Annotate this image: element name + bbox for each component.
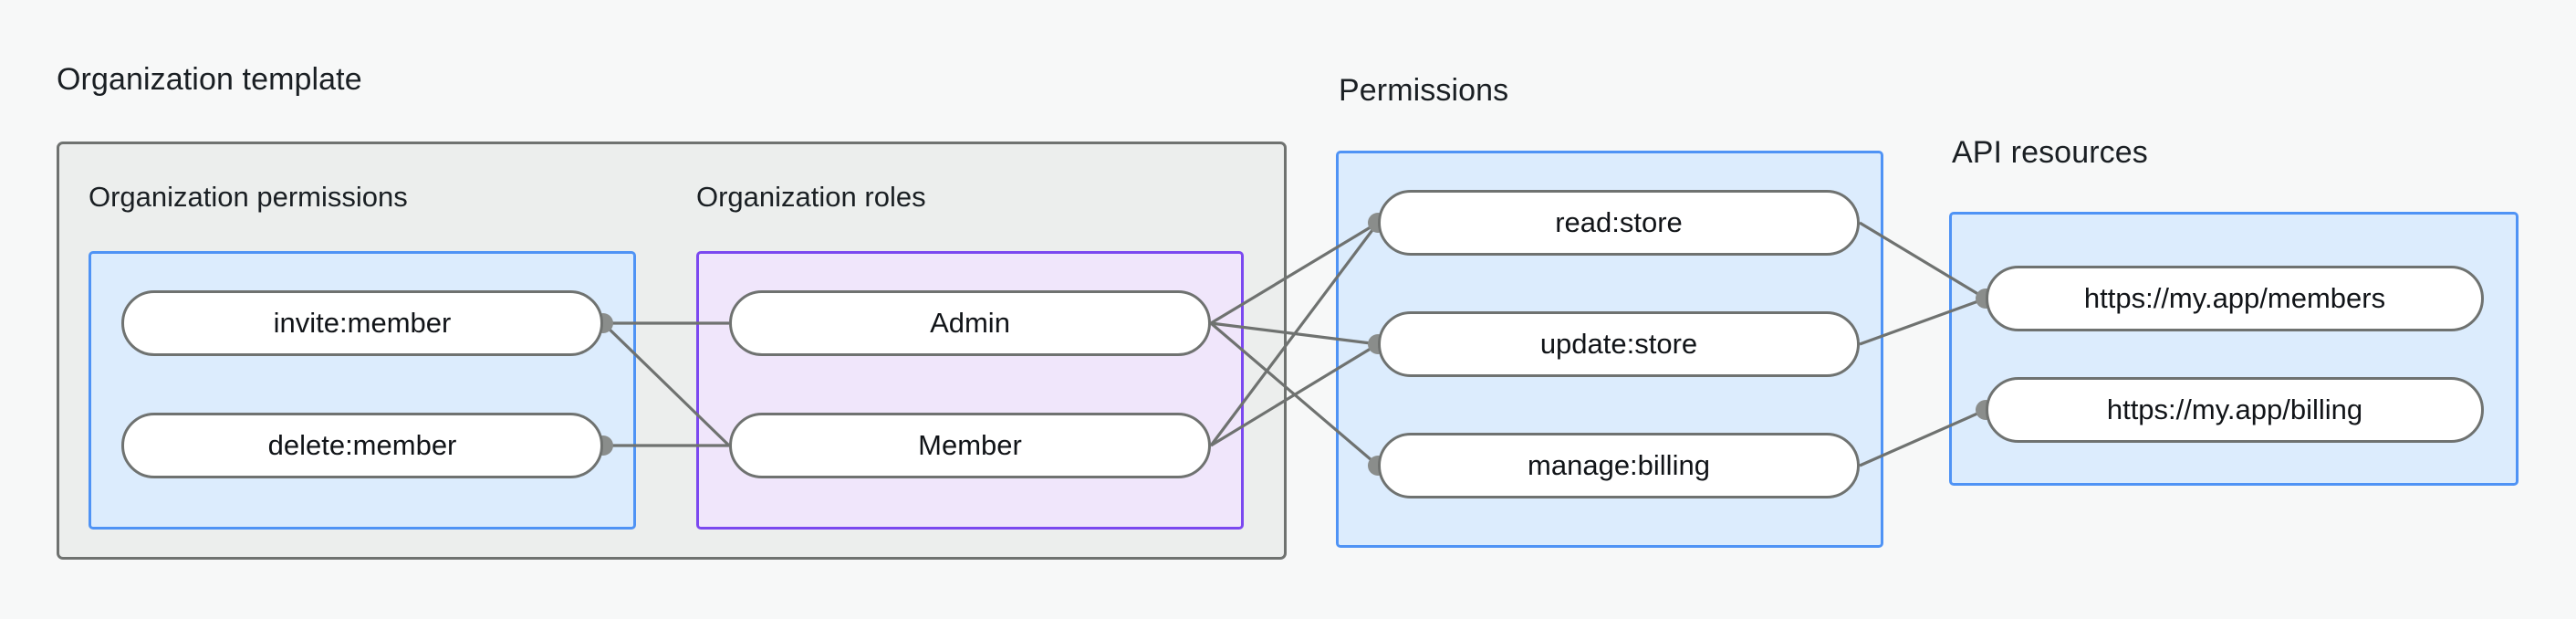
org-roles-title: Organization roles — [696, 181, 926, 213]
node-admin[interactable]: Admin — [729, 290, 1211, 356]
node-member[interactable]: Member — [729, 413, 1211, 478]
org-permissions-title: Organization permissions — [89, 181, 408, 213]
node-invite-member[interactable]: invite:member — [121, 290, 603, 356]
node-members-url[interactable]: https://my.app/members — [1986, 266, 2484, 331]
api-resources-title: API resources — [1952, 135, 2148, 170]
node-delete-member[interactable]: delete:member — [121, 413, 603, 478]
node-update-store[interactable]: update:store — [1378, 311, 1860, 377]
permissions-title: Permissions — [1339, 73, 1509, 108]
org-template-title: Organization template — [57, 62, 362, 97]
api-resources-container — [1949, 212, 2519, 486]
node-billing-url[interactable]: https://my.app/billing — [1986, 377, 2484, 443]
node-read-store[interactable]: read:store — [1378, 190, 1860, 256]
node-manage-billing[interactable]: manage:billing — [1378, 433, 1860, 498]
